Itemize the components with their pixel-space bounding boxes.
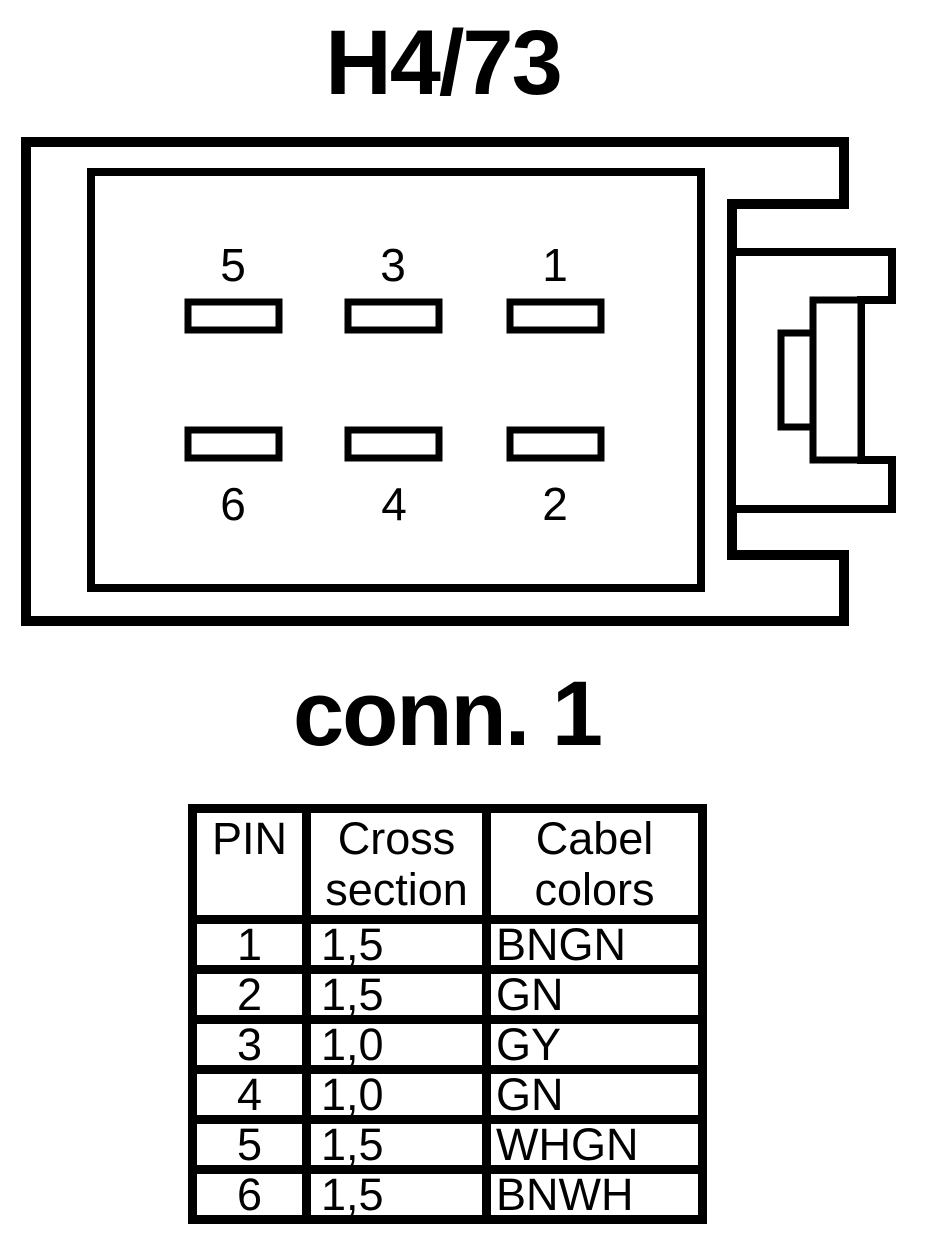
cable-color-code: GN — [482, 1065, 707, 1124]
cable-color-code: BNWH — [482, 1165, 707, 1224]
connector-caption: conn. 1 — [292, 663, 603, 765]
pin-1-label: 1 — [542, 239, 568, 291]
pin-number: 3 — [188, 1015, 311, 1074]
table-row: 3 1,0 GY — [188, 1015, 707, 1074]
pin-6-slot — [184, 426, 283, 462]
pin-4-slot — [344, 426, 443, 462]
table-row: 4 1,0 GN — [188, 1065, 707, 1124]
cross-section-value: 1,5 — [302, 915, 491, 974]
pin-2-slot — [506, 426, 605, 462]
latch-small-tab — [777, 329, 817, 431]
component-title: H4/73 — [325, 12, 562, 114]
cable-color-code: GN — [482, 965, 707, 1024]
pin-number: 2 — [188, 965, 311, 1024]
pin-5-slot — [184, 298, 283, 334]
pin-6-label: 6 — [220, 478, 246, 530]
cross-section-value: 1,5 — [302, 1165, 491, 1224]
pin-number: 4 — [188, 1065, 311, 1124]
pin-assignment-table: PIN Cross section Cabel colors 1 1,5 BNG… — [188, 804, 707, 1224]
pin-number: 1 — [188, 915, 311, 974]
cable-color-code: GY — [482, 1015, 707, 1074]
connector-face-outline — [87, 168, 705, 592]
table-header-row: PIN Cross section Cabel colors — [188, 804, 707, 924]
pin-2-label: 2 — [542, 478, 568, 530]
cross-section-value: 1,5 — [302, 965, 491, 1024]
pin-3-slot — [344, 298, 443, 334]
cross-section-value: 1,5 — [302, 1115, 491, 1174]
table-row: 1 1,5 BNGN — [188, 915, 707, 974]
cable-color-code: BNGN — [482, 915, 707, 974]
pin-number: 6 — [188, 1165, 311, 1224]
cross-section-value: 1,0 — [302, 1015, 491, 1074]
cable-color-code: WHGN — [482, 1115, 707, 1174]
pin-3-label: 3 — [380, 239, 406, 291]
col-header-cross-section: Cross section — [302, 804, 491, 924]
pin-4-label: 4 — [381, 478, 407, 530]
table-row: 2 1,5 GN — [188, 965, 707, 1024]
pin-5-label: 5 — [220, 239, 246, 291]
col-header-pin: PIN — [188, 804, 311, 924]
cross-section-value: 1,0 — [302, 1065, 491, 1124]
connector-diagram: 5 3 1 6 4 2 — [21, 137, 896, 626]
table-row: 5 1,5 WHGN — [188, 1115, 707, 1174]
pin-number: 5 — [188, 1115, 311, 1174]
latch-bar — [809, 296, 865, 464]
table-row: 6 1,5 BNWH — [188, 1165, 707, 1224]
col-header-cable-colors: Cabel colors — [482, 804, 707, 924]
pin-1-slot — [506, 298, 605, 334]
